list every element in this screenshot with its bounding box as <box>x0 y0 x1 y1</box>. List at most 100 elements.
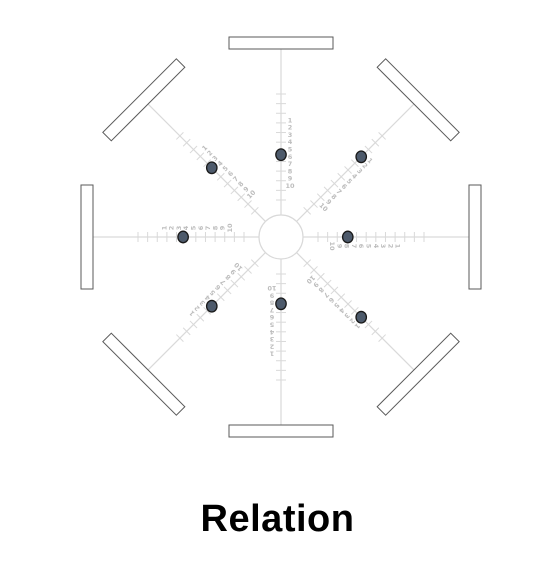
tick-label: 8 <box>316 285 325 294</box>
tick-mark <box>216 293 225 302</box>
tick-mark <box>203 159 212 168</box>
tick-label: 2 <box>348 316 357 325</box>
tick-label: 10 <box>226 223 234 233</box>
tick-label: 3 <box>342 311 351 320</box>
tick-label: 3 <box>198 298 207 307</box>
axis-line-top-left <box>147 103 266 222</box>
end-box-bottom <box>228 424 334 438</box>
tick-mark <box>196 152 205 161</box>
axis-line-bottom-right <box>296 252 415 371</box>
axis-line-top-right <box>296 103 415 222</box>
end-box-bottom-right <box>376 332 460 416</box>
tick-mark <box>250 259 259 268</box>
tick-label: 3 <box>288 131 293 139</box>
tick-label: 7 <box>288 160 293 168</box>
tick-label: 5 <box>288 145 293 153</box>
tick-mark <box>237 193 246 202</box>
tick-mark <box>337 293 346 302</box>
end-box-top <box>228 36 334 50</box>
tick-mark <box>182 138 191 147</box>
tick-mark <box>330 286 339 295</box>
tick-label: 3 <box>211 154 220 163</box>
tick-label: 8 <box>237 179 246 188</box>
tick-label: 6 <box>288 153 293 161</box>
tick-label: 7 <box>270 306 275 314</box>
tick-label: 3 <box>379 244 387 249</box>
tick-mark <box>303 259 312 268</box>
marker-dot-top-right <box>355 150 368 164</box>
tick-label: 4 <box>216 159 225 168</box>
tick-label: 2 <box>360 162 369 171</box>
tick-label: 9 <box>229 267 238 276</box>
tick-mark <box>203 306 212 315</box>
tick-label: 8 <box>223 272 232 281</box>
tick-label: 1 <box>352 321 361 330</box>
tick-label: 9 <box>311 280 320 289</box>
marker-dot-right <box>341 230 354 244</box>
tick-label: 4 <box>288 138 293 146</box>
tick-label: 7 <box>350 244 358 249</box>
tick-label: 4 <box>350 172 359 181</box>
tick-label: 2 <box>168 226 176 231</box>
tick-mark <box>337 172 346 181</box>
tick-label: 7 <box>231 175 240 184</box>
tick-label: 2 <box>386 244 394 249</box>
tick-mark <box>230 279 239 288</box>
tick-label: 9 <box>269 291 274 299</box>
tick-mark <box>350 306 359 315</box>
tick-mark <box>189 320 198 329</box>
tick-label: 9 <box>288 175 293 183</box>
tick-label: 3 <box>355 167 364 176</box>
tick-mark <box>182 327 191 336</box>
tick-label: 4 <box>269 328 274 336</box>
tick-mark <box>378 131 387 140</box>
tick-label: 9 <box>335 244 343 249</box>
tick-label: 8 <box>288 167 293 175</box>
tick-mark <box>323 186 332 195</box>
tick-label: 3 <box>270 335 275 343</box>
tick-mark <box>344 300 352 308</box>
tick-label: 5 <box>221 164 230 173</box>
tick-label: 1 <box>365 156 374 165</box>
tick-label: 1 <box>187 308 196 317</box>
tick-mark <box>364 145 373 154</box>
tick-mark <box>303 206 312 215</box>
tick-label: 6 <box>269 313 274 321</box>
center-hub <box>258 214 304 260</box>
tick-mark <box>323 279 332 288</box>
tick-label: 6 <box>327 296 336 305</box>
tick-mark <box>378 334 387 343</box>
tick-label: 9 <box>324 198 333 207</box>
tick-mark <box>237 272 246 281</box>
tick-label: 1 <box>200 143 209 152</box>
tick-mark <box>364 320 373 329</box>
tick-label: 5 <box>269 321 274 329</box>
tick-mark <box>244 200 252 208</box>
tick-label: 2 <box>270 342 275 350</box>
tick-label: 6 <box>226 169 235 178</box>
end-box-right <box>468 184 482 290</box>
marker-dot-bottom-right <box>355 310 368 324</box>
marker-dot-bottom <box>275 297 287 311</box>
tick-mark <box>250 206 259 215</box>
tick-mark <box>371 138 380 147</box>
end-boxes-layer <box>80 36 482 438</box>
tick-mark <box>189 145 198 154</box>
end-box-left <box>80 184 94 290</box>
tick-mark <box>310 266 318 274</box>
tick-label: 6 <box>357 244 365 249</box>
tick-mark <box>175 131 184 140</box>
tick-mark <box>316 272 325 281</box>
tick-mark <box>350 159 359 168</box>
tick-label: 4 <box>203 293 212 302</box>
tick-mark <box>310 200 318 208</box>
tick-mark <box>330 179 339 188</box>
tick-label: 8 <box>343 244 351 249</box>
tick-label: 2 <box>288 124 293 132</box>
tick-label: 2 <box>193 304 202 313</box>
marker-dot-top <box>275 148 287 162</box>
tick-mark <box>230 186 239 195</box>
tick-label: 1 <box>288 116 293 124</box>
axis-line-bottom-left <box>147 252 266 371</box>
tick-label: 8 <box>211 225 219 230</box>
